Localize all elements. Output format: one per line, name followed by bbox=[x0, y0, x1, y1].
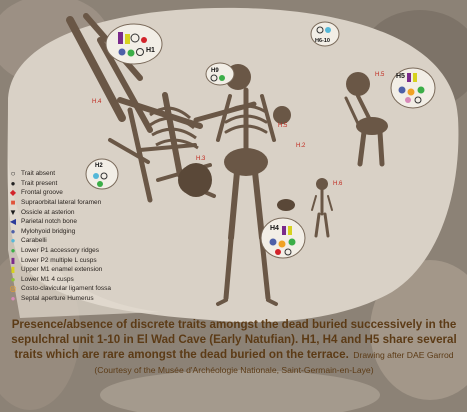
burial-bubble-h1: H1 bbox=[106, 24, 162, 64]
circle-icon: ● bbox=[8, 246, 18, 255]
legend-label: Lower P1 accessory ridges bbox=[21, 247, 99, 254]
legend-item: ●Mylohyoid bridging bbox=[8, 227, 158, 237]
legend-item: ▮Upper M1 enamel extension bbox=[8, 265, 158, 275]
burial-label-h6-10: H6-10 bbox=[315, 38, 330, 44]
legend-item: ◎Costo-clavicular ligament fossa bbox=[8, 284, 158, 294]
legend-item: ◆Frontal groove bbox=[8, 188, 158, 198]
ring-icon: ◎ bbox=[8, 284, 18, 293]
legend-item: ●Lower M1 4 cusps bbox=[8, 275, 158, 285]
burial-bubble-h6-10: H6-10 bbox=[311, 22, 339, 46]
burial-marker: H.4 bbox=[92, 99, 102, 105]
legend-item: ○Trait absent bbox=[8, 169, 158, 179]
legend-item: ●Lower P1 accessory ridges bbox=[8, 246, 158, 256]
legend-item: ●Septal aperture Humerus bbox=[8, 294, 158, 304]
circle-icon: ● bbox=[8, 294, 18, 303]
legend-label: Lower M1 4 cusps bbox=[21, 276, 74, 283]
bar-icon: ▮ bbox=[8, 256, 18, 265]
burial-bubble-h4: H4 bbox=[261, 218, 305, 258]
square-icon: ■ bbox=[8, 198, 18, 207]
burial-label-h4: H4 bbox=[270, 225, 279, 232]
bar-icon: ▮ bbox=[8, 265, 18, 274]
wedge-icon: ▼ bbox=[8, 208, 18, 217]
legend-label: Mylohyoid bridging bbox=[21, 228, 75, 235]
legend-item: ◀Parietal notch bone bbox=[8, 217, 158, 227]
burial-label-h1: H1 bbox=[146, 47, 155, 54]
legend-label: Trait present bbox=[21, 180, 57, 187]
burial-marker: H.5 bbox=[278, 123, 288, 129]
burial-label-h5: H5 bbox=[396, 73, 405, 80]
legend-label: Septal aperture Humerus bbox=[21, 295, 94, 302]
legend-label: Carabelli bbox=[21, 237, 47, 244]
legend-label: Upper M1 enamel extension bbox=[21, 266, 102, 273]
legend-item: ▼Ossicle at asterion bbox=[8, 207, 158, 217]
trait-legend: ○Trait absent●Trait present◆Frontal groo… bbox=[8, 169, 158, 303]
burial-bubble-h5: H5 bbox=[391, 68, 435, 108]
burial-marker: H.5 bbox=[375, 72, 385, 78]
circle-icon: ● bbox=[8, 236, 18, 245]
legend-label: Costo-clavicular ligament fossa bbox=[21, 285, 111, 292]
open-circle-icon: ○ bbox=[8, 169, 18, 178]
circle-icon: ● bbox=[8, 275, 18, 284]
legend-label: Supraorbital lateral foramen bbox=[21, 199, 101, 206]
circle-icon: ● bbox=[8, 227, 18, 236]
legend-item: ●Carabelli bbox=[8, 236, 158, 246]
figure-caption: Presence/absence of discrete traits amon… bbox=[8, 317, 460, 377]
burial-marker: H.6 bbox=[333, 181, 343, 187]
legend-label: Parietal notch bone bbox=[21, 218, 77, 225]
legend-label: Lower P2 multiple L cusps bbox=[21, 257, 97, 264]
burial-bubble-h9: H9 bbox=[206, 63, 234, 85]
legend-label: Trait absent bbox=[21, 170, 55, 177]
legend-item: ■Supraorbital lateral foramen bbox=[8, 198, 158, 208]
legend-item: ▮Lower P2 multiple L cusps bbox=[8, 255, 158, 265]
legend-label: Ossicle at asterion bbox=[21, 209, 74, 216]
diamond-icon: ◆ bbox=[8, 188, 18, 197]
burial-marker: H.3 bbox=[196, 156, 206, 162]
legend-item: ●Trait present bbox=[8, 179, 158, 189]
legend-label: Frontal groove bbox=[21, 189, 63, 196]
filled-circle-icon: ● bbox=[8, 179, 18, 188]
burial-label-h9: H9 bbox=[211, 68, 219, 74]
burial-marker: H.2 bbox=[296, 143, 306, 149]
triangle-icon: ◀ bbox=[8, 217, 18, 226]
